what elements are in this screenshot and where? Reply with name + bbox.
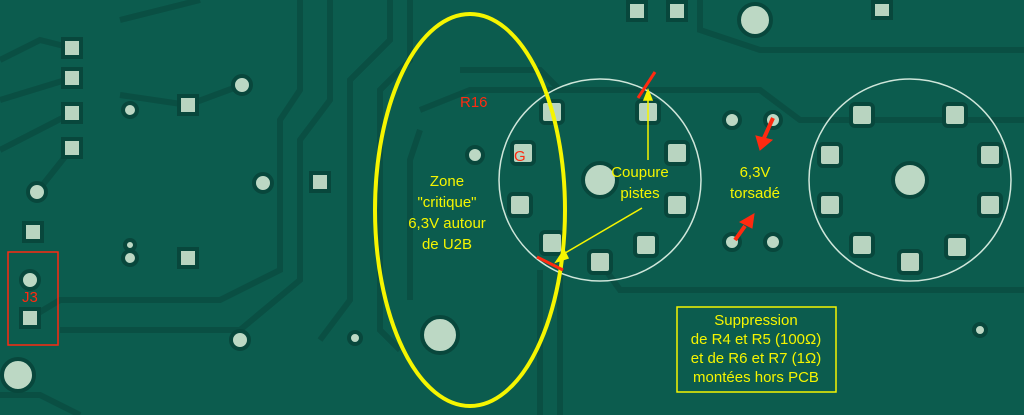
- svg-text:Suppression: Suppression: [714, 312, 797, 329]
- label-j3: J3: [22, 289, 38, 306]
- pads: [0, 0, 1003, 393]
- svg-text:montées hors PCB: montées hors PCB: [693, 369, 819, 386]
- track-cut-text: Coupure pistes: [611, 164, 669, 202]
- tube-socket-outline-1: [498, 78, 702, 282]
- svg-text:et de R6 et R7 (1Ω): et de R6 et R7 (1Ω): [691, 350, 821, 367]
- critical-zone-ellipse: [373, 12, 567, 408]
- yellow-arrows: [554, 87, 654, 264]
- suppression-note-box: [676, 306, 837, 393]
- cut-mark-top: [636, 71, 657, 99]
- svg-text:de R4 et R5 (100Ω): de R4 et R5 (100Ω): [691, 331, 821, 348]
- tube-socket-outline-2: [808, 78, 1012, 282]
- svg-text:pistes: pistes: [620, 185, 659, 202]
- svg-text:torsadé: torsadé: [730, 185, 780, 202]
- critical-zone-text: Zone "critique" 6,3V autour de U2B: [408, 173, 486, 253]
- svg-text:"critique": "critique": [417, 194, 476, 211]
- twisted-heater-text: 6,3V torsadé: [730, 164, 780, 202]
- svg-text:de U2B: de U2B: [422, 236, 472, 253]
- label-g: G: [514, 148, 526, 165]
- suppression-note-text: Suppression de R4 et R5 (100Ω) et de R6 …: [691, 312, 821, 386]
- svg-text:Zone: Zone: [430, 173, 464, 190]
- cut-mark-bottom: [536, 255, 564, 272]
- j3-highlight-box: [7, 251, 59, 346]
- svg-text:6,3V: 6,3V: [740, 164, 771, 181]
- svg-text:6,3V autour: 6,3V autour: [408, 215, 486, 232]
- svg-text:Coupure: Coupure: [611, 164, 669, 181]
- label-r16: R16: [460, 94, 488, 111]
- red-arrows: [733, 117, 775, 242]
